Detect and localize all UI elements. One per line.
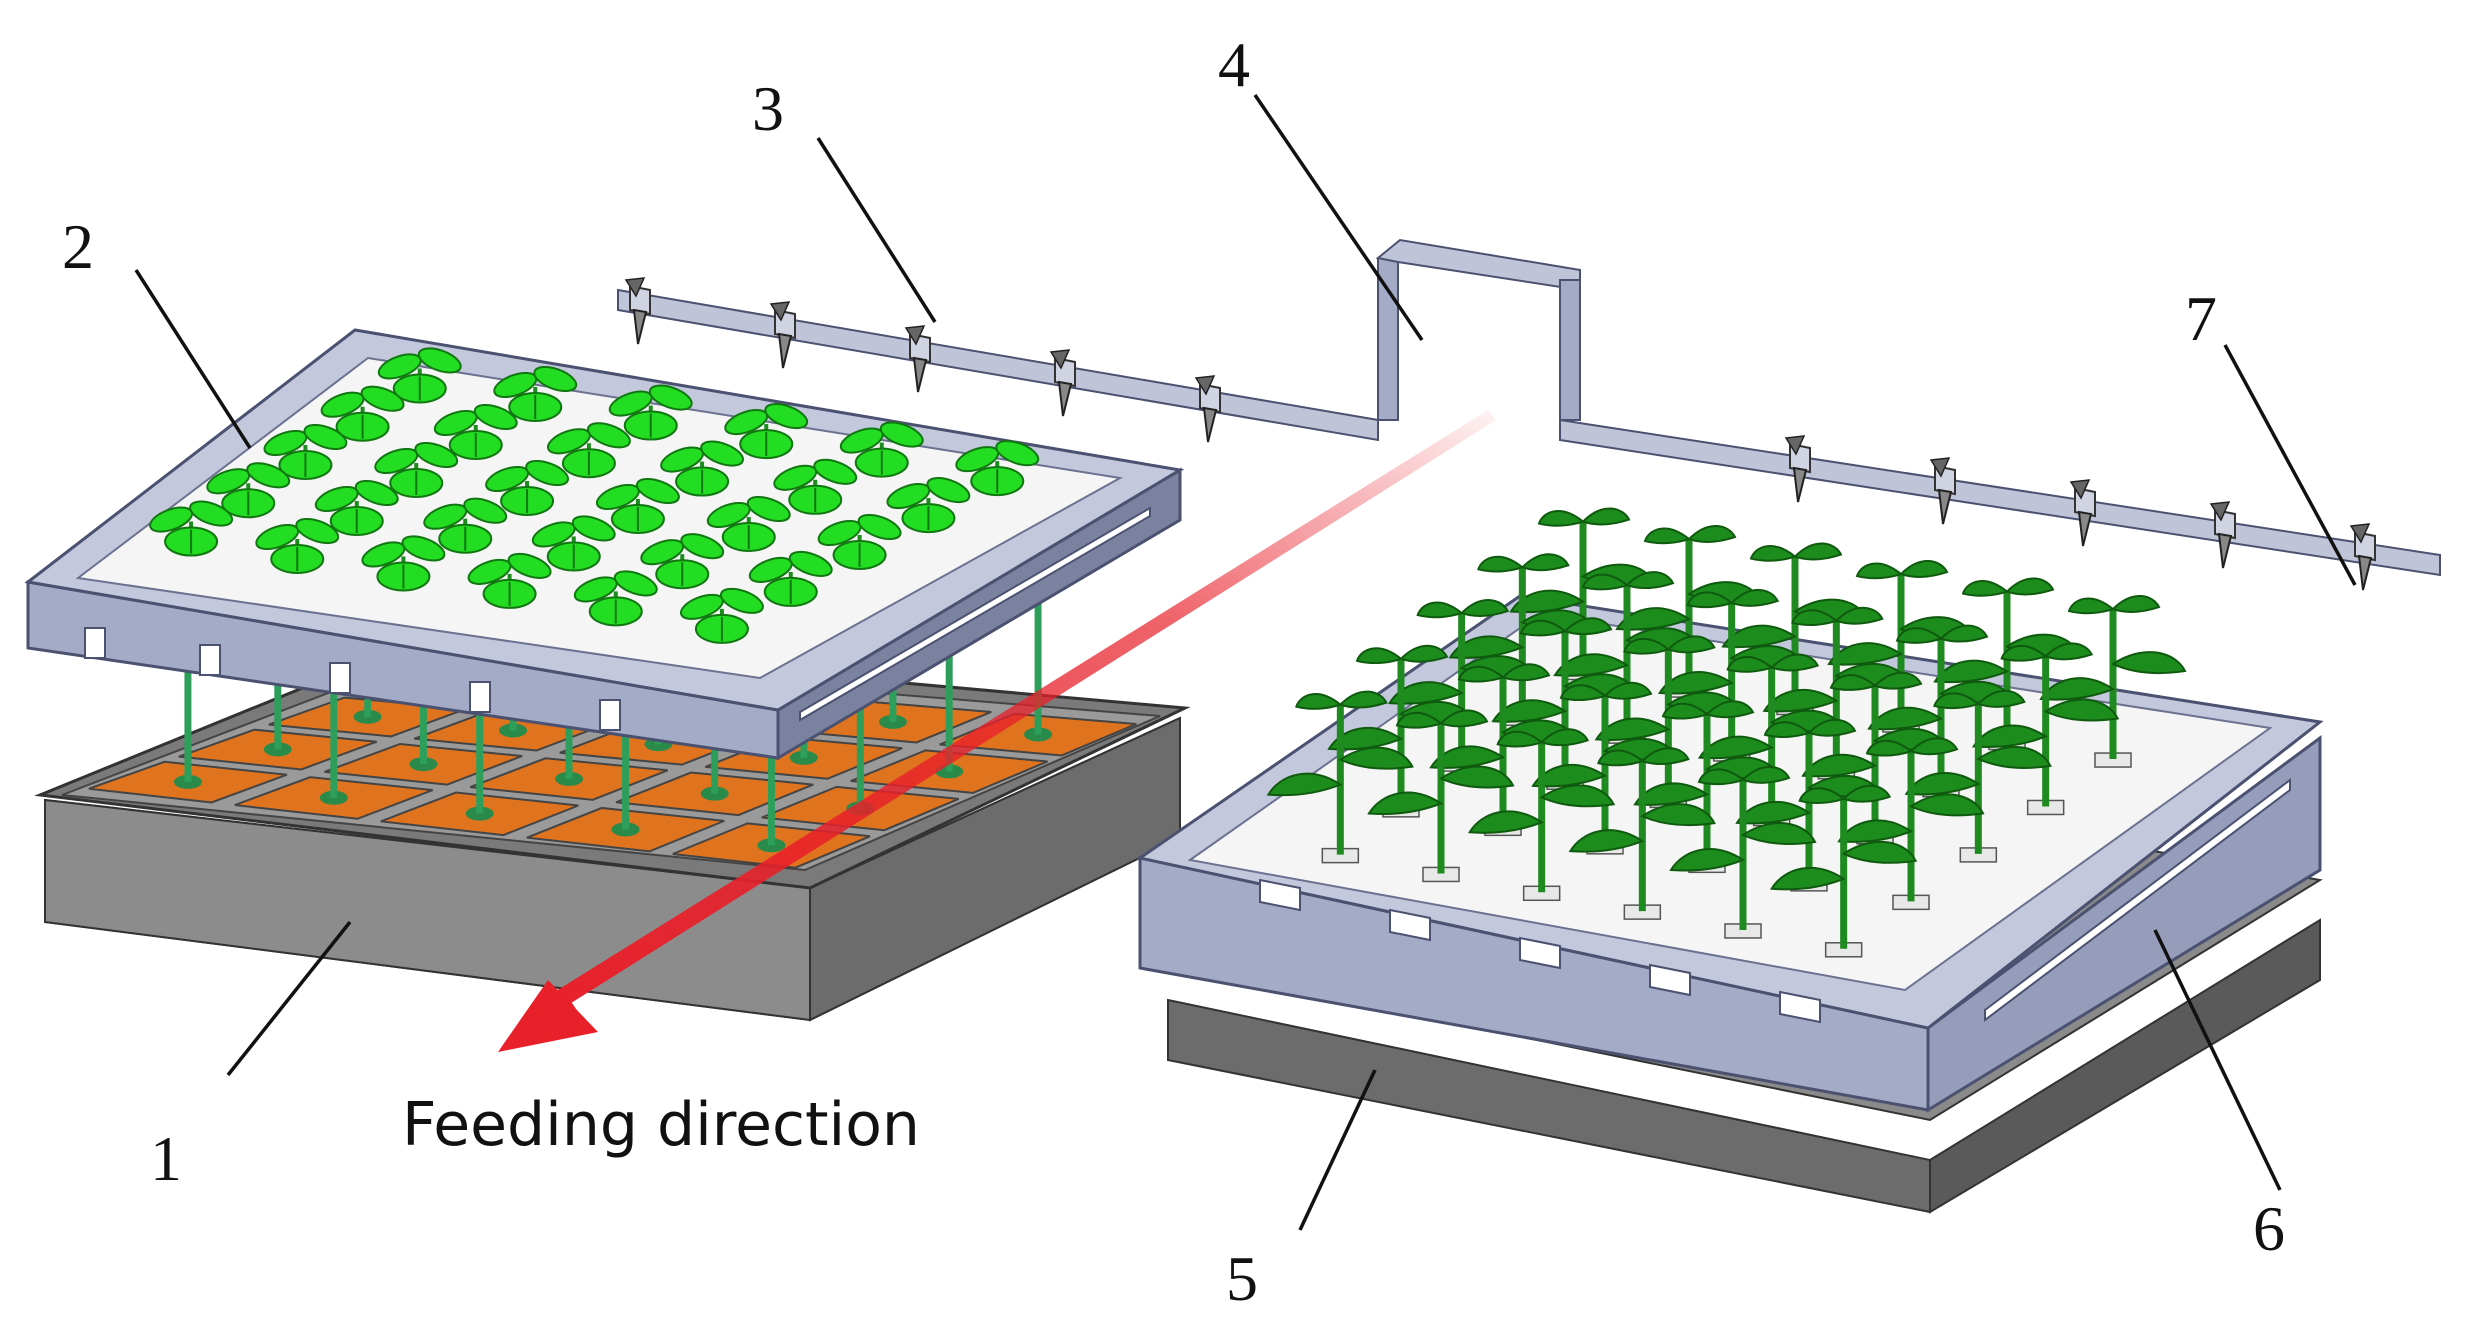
seedling-icon [817, 513, 902, 570]
seedling-icon [608, 384, 693, 441]
callout-7: 7 [2185, 283, 2217, 354]
seedling-icon [773, 458, 858, 515]
seedling-icon [595, 477, 680, 534]
nozzle-icon [769, 301, 796, 369]
callout-4: 4 [1218, 29, 1250, 100]
seedling-icon [149, 500, 234, 557]
nozzle-icon [1784, 435, 1811, 503]
seedling-icon [531, 515, 616, 572]
seedling-icon [493, 365, 578, 422]
callout-1: 1 [150, 1123, 182, 1194]
seedling-icon [660, 440, 745, 497]
nozzle-row-right [1784, 435, 2376, 591]
seedling-icon [2039, 595, 2187, 768]
seedling-icon [374, 441, 459, 498]
seedling-icon [255, 517, 340, 574]
seedling-icon [706, 495, 791, 552]
callout-5: 5 [1226, 1243, 1258, 1314]
seedling-icon [314, 479, 399, 536]
nozzle-icon [1194, 375, 1221, 443]
nozzle-icon [1049, 349, 1076, 417]
callout-6: 6 [2253, 1193, 2285, 1264]
small-seedlings [149, 347, 1040, 644]
seedling-icon [679, 587, 764, 644]
feeding-direction-caption: Feeding direction [402, 1090, 920, 1160]
seedling-icon [886, 477, 971, 534]
seedling-icon [467, 552, 552, 609]
seedling-icon [485, 459, 570, 516]
nozzle-icon [624, 277, 651, 345]
nozzle-icon [2069, 479, 2096, 547]
seedling-icon [1837, 737, 1985, 911]
nozzle-icon [1929, 457, 1956, 525]
nozzle-icon [2209, 501, 2236, 569]
seedling-icon [1769, 784, 1918, 958]
seedling-icon [263, 423, 348, 480]
seedling-icon [839, 421, 924, 478]
seedling-icon [433, 403, 518, 460]
seedling-icon [955, 440, 1040, 497]
seedling-icon [1367, 709, 1515, 883]
seedling-icon [320, 385, 405, 442]
seedling-icon [1568, 747, 1716, 920]
seedling-icon [1971, 642, 2120, 816]
callout-labels: 1 2 3 4 5 6 7 Feeding direction [62, 29, 2285, 1314]
seedling-icon [1266, 690, 1414, 864]
seedling-icon [361, 535, 446, 592]
seedling-icon [546, 422, 631, 479]
seedling-icon [206, 462, 291, 519]
nozzle-row-left [624, 277, 1221, 443]
seedling-icon [423, 497, 508, 554]
feeding-direction-arrow [498, 410, 1496, 1052]
seedling-icon [1467, 728, 1616, 902]
nozzle-icon [904, 325, 931, 393]
leader-lines [134, 94, 2357, 1231]
seedling-icon [1933, 577, 2081, 751]
seedling-icon [724, 403, 809, 460]
callout-2: 2 [62, 211, 94, 282]
grown-plants [1266, 507, 2187, 958]
seedling-icon [640, 533, 725, 590]
seedling-icon [1669, 765, 1817, 939]
seedling-icon [748, 550, 833, 607]
seedling-icon [1904, 689, 2052, 863]
seedling-icon [377, 347, 462, 404]
seedling-icon [573, 570, 658, 627]
callout-3: 3 [752, 73, 784, 144]
nozzle-icon [2349, 523, 2376, 591]
